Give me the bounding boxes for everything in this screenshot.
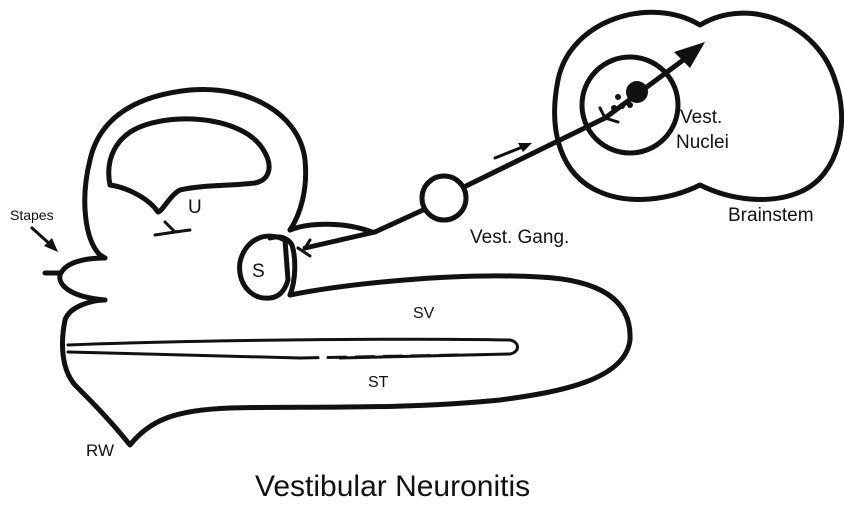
direction-arrow-line	[495, 146, 525, 158]
saccule-cap	[270, 237, 295, 295]
label-stapes: Stapes	[10, 208, 54, 222]
utricle-fork	[155, 222, 190, 235]
label-scala-tympani: ST	[368, 375, 388, 391]
nerve-fiber-to-ganglion	[375, 210, 423, 232]
vestibule-outline	[290, 224, 372, 232]
label-brainstem: Brainstem	[728, 206, 814, 225]
nerve-fiber-saccule	[305, 232, 375, 248]
brainstem-outline	[555, 12, 842, 199]
oval-window	[60, 258, 105, 300]
label-vest-nuclei-line2: Nuclei	[676, 133, 729, 152]
label-vest-ganglion: Vest. Gang.	[470, 228, 569, 247]
vest-ganglion-circle	[422, 176, 466, 220]
diagram-title: Vestibular Neuronitis	[255, 472, 530, 502]
cochlea-outline	[62, 276, 630, 445]
label-utricle: U	[188, 198, 202, 217]
label-saccule: S	[252, 262, 265, 281]
semicircular-canal-outer	[85, 89, 306, 255]
cell-dot	[615, 94, 621, 100]
nerve-fiber-from-ganglion	[466, 118, 605, 186]
cochlear-partition-solid	[68, 352, 300, 358]
vestibule-left	[100, 255, 105, 258]
label-round-window: RW	[86, 442, 114, 459]
label-vest-nuclei-line1: Vest.	[680, 108, 722, 127]
label-scala-vestibuli: SV	[413, 306, 434, 322]
